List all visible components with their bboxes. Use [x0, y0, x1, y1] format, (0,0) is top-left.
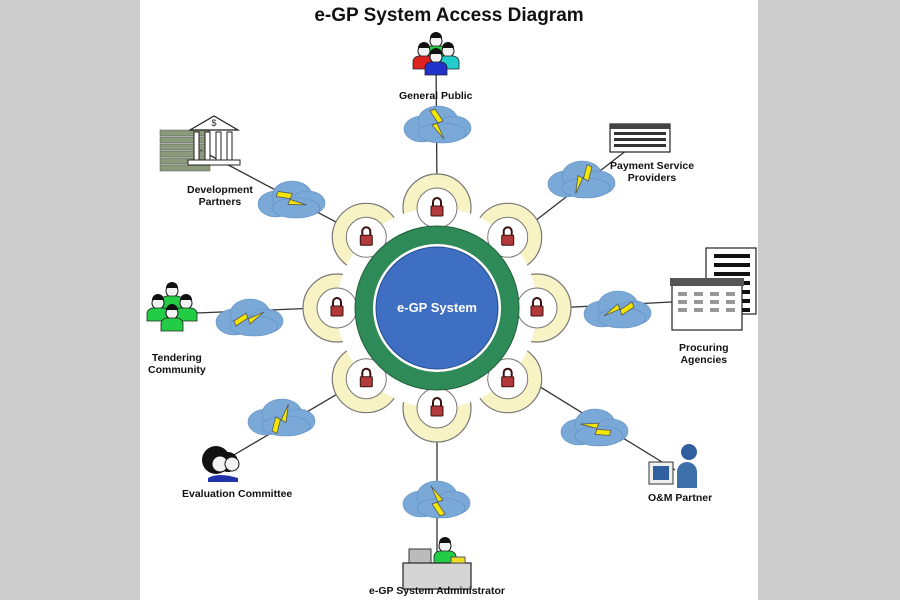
lock-icon [430, 197, 444, 217]
cloud-icon [215, 298, 284, 337]
stakeholder-label-system-administrator: e-GP System Administrator [369, 585, 505, 597]
office-building-icon [670, 247, 757, 331]
lightning-bolt-icon [580, 422, 612, 436]
lightning-bolt-icon [429, 108, 445, 140]
lightning-bolt-icon [271, 404, 289, 434]
cloud-icon [402, 480, 471, 519]
admin-desk-icon [402, 537, 472, 590]
stakeholder-label-om-partner: O&M Partner [648, 492, 713, 504]
lightning-bolt-icon [603, 301, 635, 317]
stakeholder-label-general-public: General Public [399, 90, 473, 102]
core-system [375, 246, 499, 370]
stakeholder-label-evaluation-committee: Evaluation Committee [182, 488, 293, 500]
people-group-icon [146, 282, 198, 332]
cloud-icon [257, 180, 326, 219]
lock-icon [359, 367, 373, 388]
cloud-icon [547, 160, 616, 199]
stakeholder-label-development-partners: Development Partners [187, 184, 253, 208]
lightning-bolt-icon [275, 191, 307, 206]
bank-icon: $ [159, 115, 241, 172]
cloud-icon [247, 398, 316, 437]
stakeholder-label-payment-service-providers: Payment Service Providers [610, 160, 695, 184]
lightning-bolt-icon [575, 164, 593, 194]
stakeholder-label-procuring-agencies: Procuring Agencies [679, 342, 729, 366]
lock-icon [359, 226, 373, 246]
diagram-title: e-GP System Access Diagram [314, 5, 584, 26]
lightning-bolt-icon [430, 485, 446, 517]
diagram-canvas: e-GP System Access Diagram $ e-GP System… [140, 0, 758, 600]
core-system-label: e-GP System [397, 300, 477, 315]
building-icon [609, 123, 671, 153]
cloud-icon [583, 290, 652, 329]
stakeholder-label-tendering-community: Tendering Community [148, 352, 206, 376]
committee-faces-icon [202, 446, 240, 482]
lock-icon [501, 226, 515, 246]
computer-user-icon [648, 444, 697, 488]
lock-icon [430, 397, 444, 417]
lock-icon [501, 367, 515, 388]
cloud-icon [403, 105, 472, 144]
cloud-icon [560, 408, 629, 447]
svg-text:$: $ [211, 118, 216, 128]
people-group-icon [412, 32, 460, 76]
lock-icon [330, 297, 344, 317]
diagram-svg: $ [146, 32, 757, 590]
lightning-bolt-icon [233, 311, 265, 327]
lock-icon [530, 297, 544, 317]
